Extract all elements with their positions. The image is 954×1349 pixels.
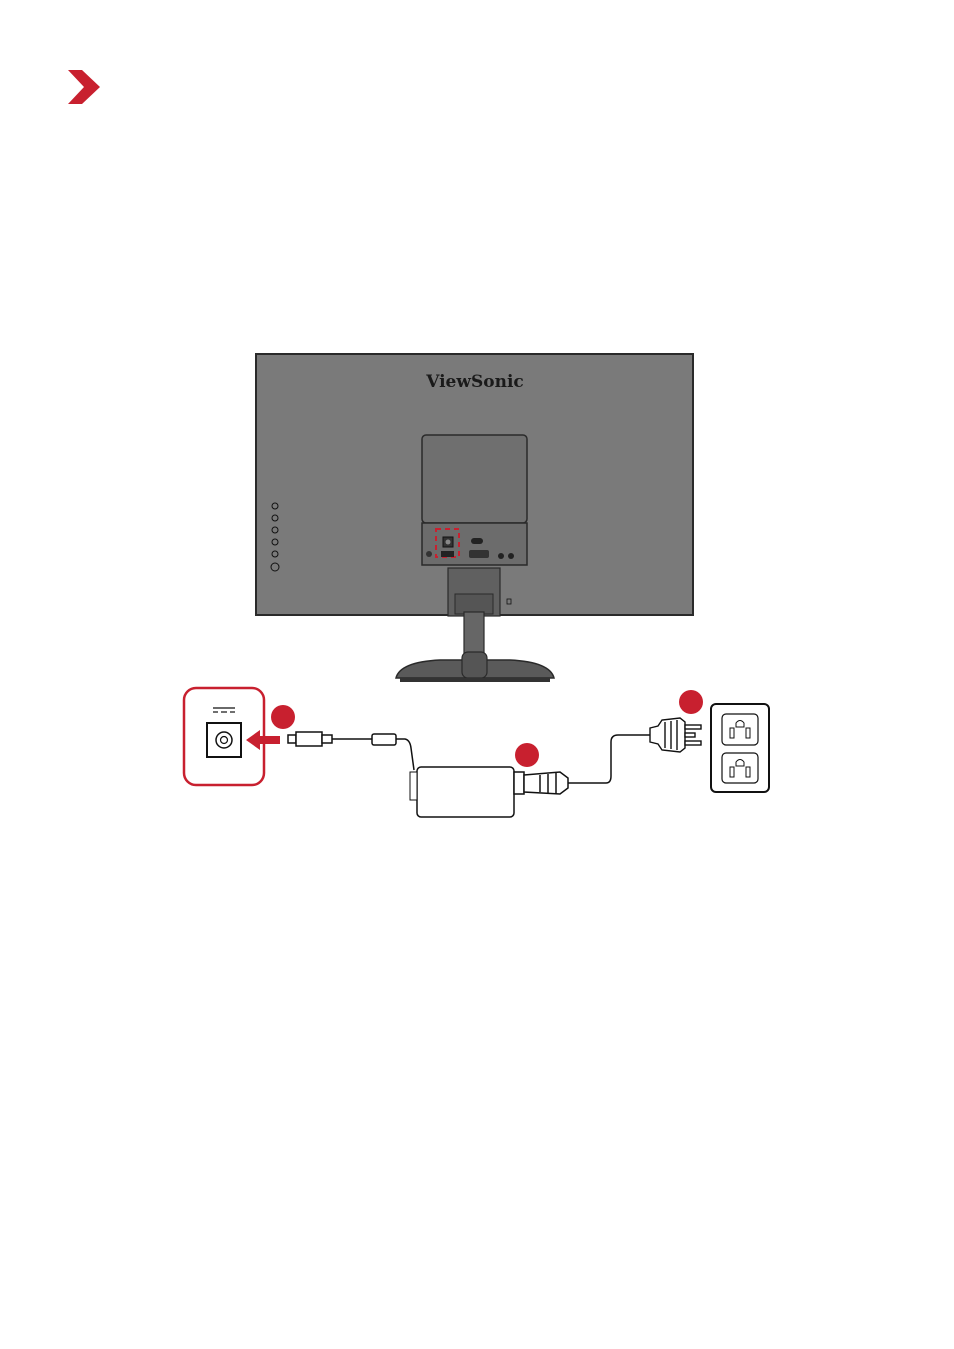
screw-hole: [426, 551, 432, 557]
port-hdmi: [441, 551, 454, 557]
dc-jack-icon: [207, 723, 241, 757]
wall-outlet-icon: [711, 704, 769, 792]
viewsonic-logo: ViewSonic: [425, 372, 524, 392]
port-vga: [469, 550, 489, 558]
port-usb-c: [471, 538, 483, 544]
step-marker-2: [515, 743, 539, 767]
dc-cable: [288, 732, 414, 770]
step-marker-1: [271, 705, 295, 729]
step-marker-3: [679, 690, 703, 714]
monitor-back: ViewSonic: [256, 354, 693, 616]
dc-jack-zoom: [184, 688, 295, 785]
ac-cable: [514, 735, 650, 794]
monitor-stand: [396, 612, 554, 682]
power-plug-icon: [650, 690, 703, 752]
